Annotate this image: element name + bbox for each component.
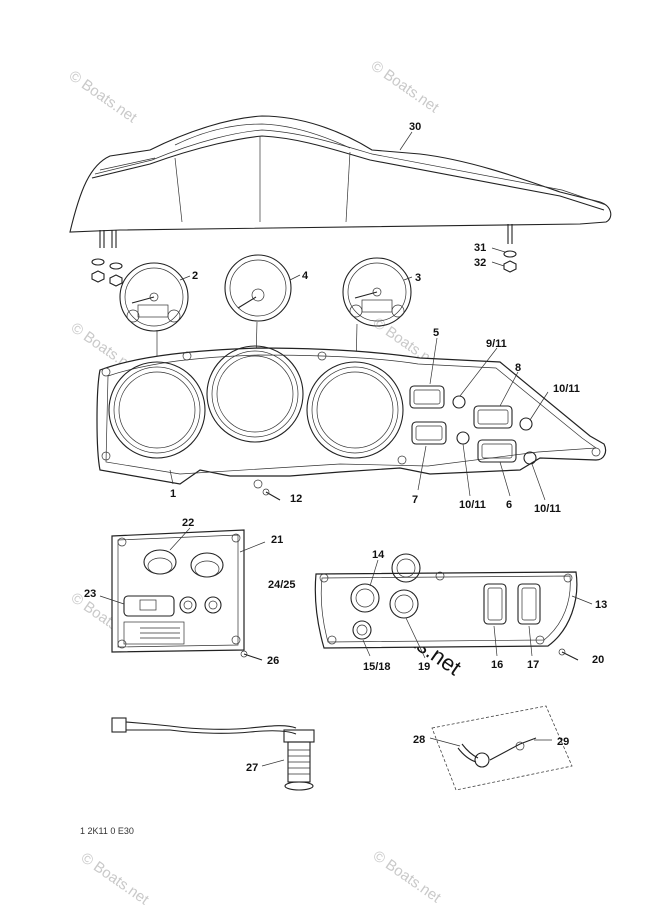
callout-15-18: 15/18 — [363, 661, 391, 673]
callout-14: 14 — [372, 549, 385, 561]
callout-1: 1 — [170, 488, 176, 500]
callout-17: 17 — [527, 659, 539, 671]
callout-2: 2 — [192, 270, 198, 282]
callout-32: 32 — [474, 257, 486, 269]
speedometer-gauge-4 — [224, 254, 292, 322]
watermark-text: © Boats.net — [78, 849, 153, 908]
screw-20 — [558, 648, 579, 661]
callout-27: 27 — [246, 762, 258, 774]
drawing-code: 1 2K11 0 E30 — [80, 826, 134, 836]
tachometer-gauge-2 — [119, 262, 189, 332]
callout-24-25: 24/25 — [268, 579, 296, 591]
gauge-3 — [342, 257, 412, 327]
key-switch-kit-28 — [431, 705, 573, 791]
callout-22: 22 — [182, 517, 194, 529]
callout-6: 6 — [506, 499, 512, 511]
callout-19: 19 — [418, 661, 430, 673]
callout-10-11-b: 10/11 — [459, 499, 486, 511]
callout-20: 20 — [592, 654, 604, 666]
callout-3: 3 — [415, 272, 421, 284]
callout-10-11-c: 10/11 — [534, 503, 561, 515]
callout-28: 28 — [413, 734, 425, 746]
watermark-text: © Boats.net — [370, 847, 445, 906]
callout-8: 8 — [515, 362, 521, 374]
callout-30: 30 — [409, 121, 421, 133]
callout-labels: 30 2 4 3 31 32 5 9/11 8 10/11 1 12 7 10/… — [84, 121, 607, 774]
sensor-27 — [111, 717, 315, 791]
leader-lines — [99, 131, 593, 767]
callout-13: 13 — [595, 599, 607, 611]
switch-panel-13 — [314, 553, 578, 649]
callout-10-11-a: 10/11 — [553, 383, 580, 395]
dash-panel-1 — [96, 345, 607, 489]
screw-12 — [262, 488, 281, 501]
screw-26 — [240, 650, 263, 661]
watermarks: © Boats.net © Boats.net © Boats.net © Bo… — [66, 57, 466, 908]
callout-23: 23 — [84, 588, 96, 600]
callout-21: 21 — [271, 534, 283, 546]
watermark-text: © Boats.net — [66, 67, 141, 126]
callout-29: 29 — [557, 736, 569, 748]
callout-9-11: 9/11 — [486, 338, 507, 350]
switch-panel-21 — [111, 529, 245, 653]
callout-5: 5 — [433, 327, 439, 339]
callout-31: 31 — [474, 242, 486, 254]
callout-7: 7 — [412, 494, 418, 506]
callout-26: 26 — [267, 655, 279, 667]
callout-12: 12 — [290, 493, 302, 505]
callout-4: 4 — [302, 270, 309, 282]
dash-cover-30 — [69, 115, 612, 287]
watermark-text: © Boats.net — [368, 57, 443, 116]
callout-16: 16 — [491, 659, 503, 671]
